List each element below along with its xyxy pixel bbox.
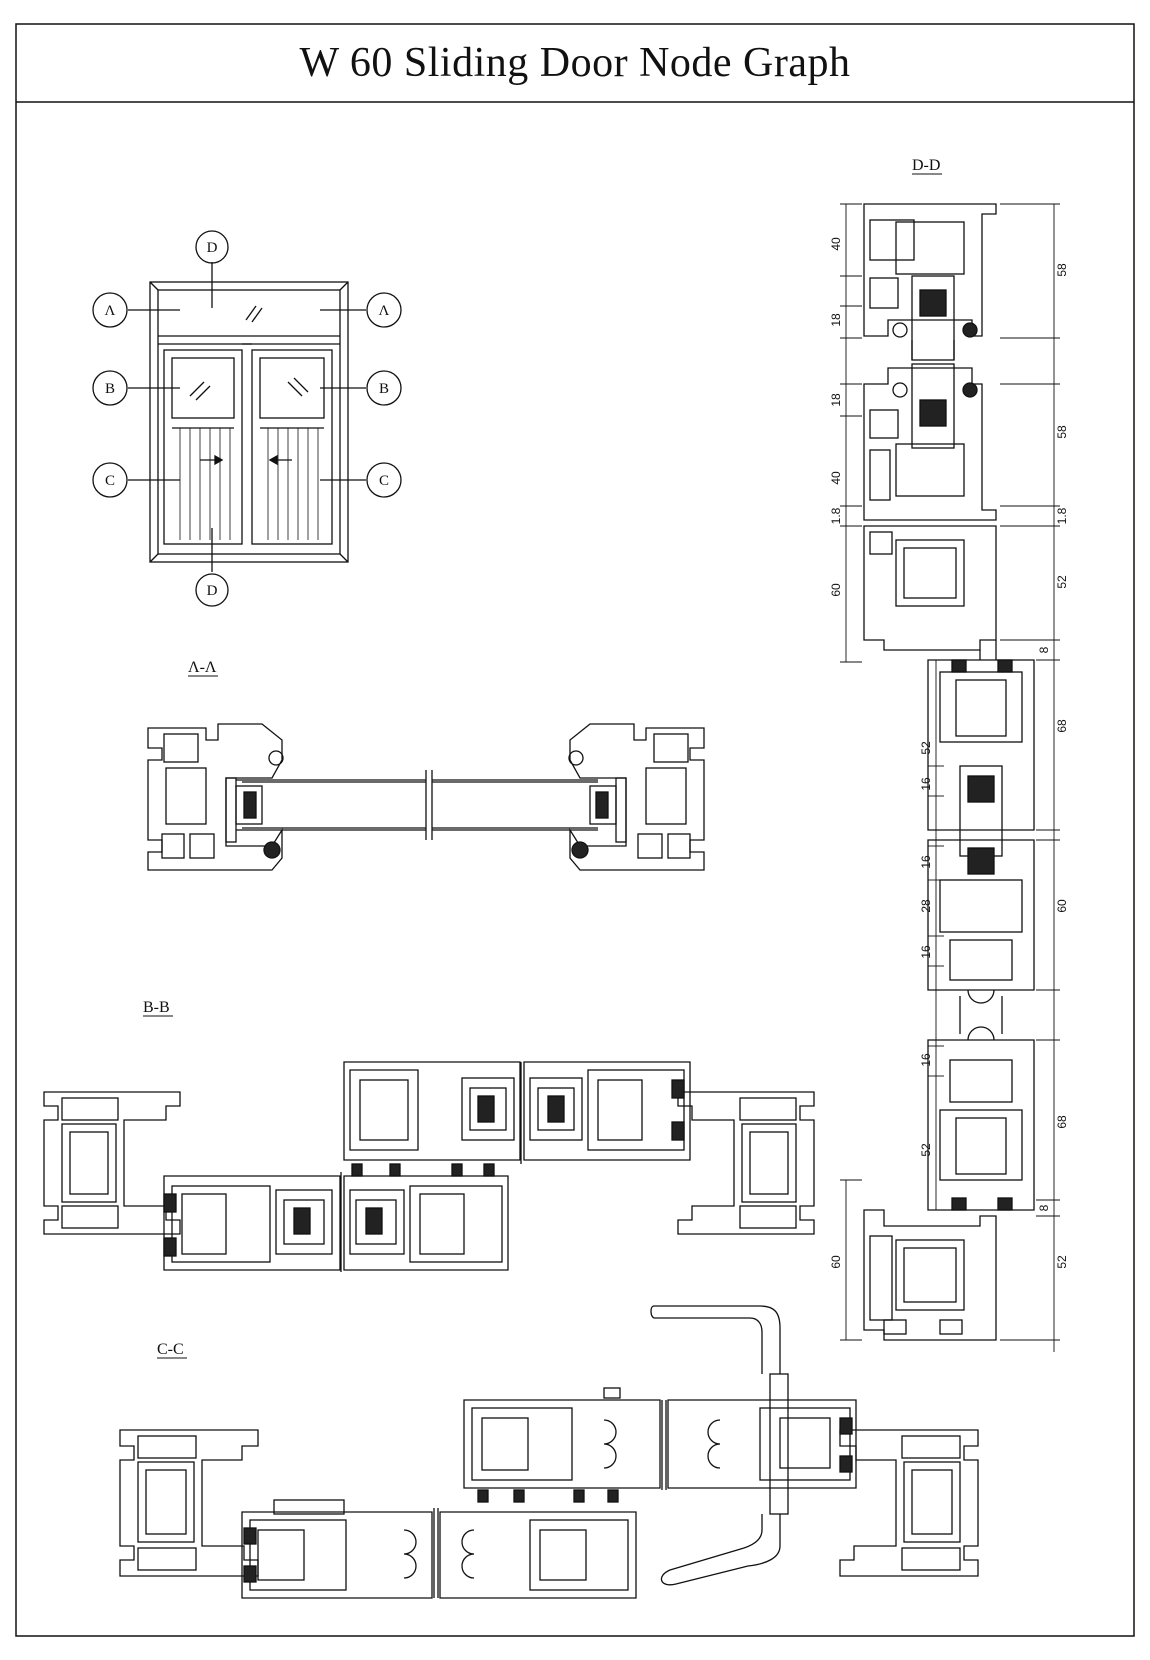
marker-b-right: B [379, 381, 389, 397]
marker-a-left: Λ [105, 303, 116, 319]
dd-dim-right-3: 52 [1055, 575, 1069, 589]
section-aa-profile [147, 723, 705, 871]
dd-dim-right-5: 68 [1055, 719, 1069, 733]
dd-dim-left-10: 16 [919, 945, 933, 959]
dd-dim-left-9: 28 [919, 899, 933, 913]
dd-dim-right-4: 8 [1037, 646, 1051, 653]
page-frame [15, 23, 1135, 1637]
page-title: W 60 Sliding Door Node Graph [299, 40, 851, 86]
section-dd-profile [840, 203, 1060, 1352]
dd-dim-left-0: 40 [829, 237, 843, 251]
dd-dim-left-5: 60 [829, 583, 843, 597]
dd-dim-right-8: 8 [1037, 1204, 1051, 1211]
section-cc-profile [119, 1305, 979, 1599]
section-label-dd: D-D [912, 157, 940, 174]
dd-dim-right-2: 1.8 [1055, 507, 1069, 524]
marker-d-top: D [207, 240, 218, 256]
dd-dim-left-3: 40 [829, 471, 843, 485]
marker-c-right: C [379, 473, 389, 489]
dd-dim-left-11: 16 [919, 1053, 933, 1067]
dd-dim-left-4: 1.8 [829, 507, 843, 524]
section-label-bb: B-B [143, 999, 170, 1016]
dd-dim-left-1: 18 [829, 313, 843, 327]
marker-d-bottom: D [207, 583, 218, 599]
dd-dim-left-13: 60 [829, 1255, 843, 1269]
marker-c-left: C [105, 473, 115, 489]
marker-b-left: B [105, 381, 115, 397]
dd-dim-left-6: 52 [919, 741, 933, 755]
dd-dim-right-7: 68 [1055, 1115, 1069, 1129]
dd-dim-left-2: 18 [829, 393, 843, 407]
section-label-aa: Λ-Λ [188, 659, 217, 676]
dd-dim-left-12: 52 [919, 1143, 933, 1157]
section-label-cc: C-C [157, 1341, 184, 1358]
marker-a-right: Λ [379, 303, 390, 319]
section-bb-profile [43, 1061, 815, 1272]
dd-dim-right-1: 58 [1055, 425, 1069, 439]
dd-dim-left-8: 16 [919, 855, 933, 869]
dd-dim-right-9: 52 [1055, 1255, 1069, 1269]
dd-dim-right-0: 58 [1055, 263, 1069, 277]
dd-dim-left-7: 16 [919, 777, 933, 791]
dd-dim-right-6: 60 [1055, 899, 1069, 913]
door-elevation [92, 230, 402, 607]
